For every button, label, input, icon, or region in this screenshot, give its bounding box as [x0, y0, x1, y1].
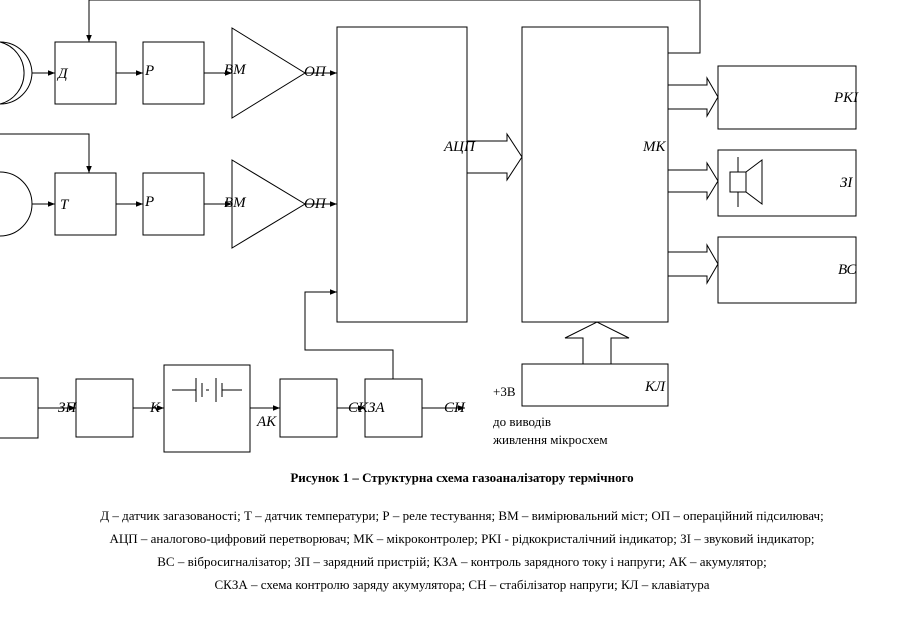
label-zi: ЗІ	[840, 175, 853, 191]
legend-line: АЦП – аналогово-цифровий перетворювач; М…	[109, 531, 815, 546]
block-acp	[336, 26, 468, 323]
label-zp: ЗП	[58, 400, 77, 416]
bus-kl-mk	[564, 321, 630, 364]
block-zp	[75, 378, 134, 438]
bus-mk-zi	[668, 161, 719, 201]
block-kl	[521, 363, 669, 407]
label-skza: СКЗА	[348, 400, 385, 416]
amp-top	[231, 27, 306, 119]
sensor-gas-arc	[0, 41, 33, 105]
wire-mk-top-feedback	[668, 0, 701, 54]
label-to-outputs-1: до виводів	[493, 414, 551, 429]
wire-skza-acp	[304, 289, 394, 379]
label-vm-top: ВМ	[224, 62, 247, 78]
label-plus3v: +3В	[493, 384, 516, 399]
block-k	[163, 364, 251, 453]
block-mains	[0, 377, 39, 439]
label-acp: АЦП	[443, 139, 476, 155]
sensor-temp-arc	[0, 171, 33, 237]
label-sn: СН	[444, 400, 466, 416]
figure-caption: Рисунок 1 – Структурна схема газоаналіза…	[290, 470, 634, 485]
legend-line: ВС – вібросигналізатор; ЗП – зарядний пр…	[157, 554, 767, 569]
block-diagram: Д Р ВМ ОП Т Р ВМ ОП АЦП МК РКІ ЗІ ВС КЛ …	[0, 0, 859, 453]
bus-mk-rki	[668, 76, 719, 118]
label-to-outputs-2: живлення мікросхем	[492, 432, 608, 447]
amp-bottom	[231, 159, 306, 249]
battery-icon	[172, 378, 242, 402]
block-vs	[717, 236, 857, 304]
legend-line: Д – датчик загазованості; Т – датчик тем…	[100, 508, 824, 523]
label-rki: РКІ	[833, 90, 859, 106]
legend-line: СКЗА – схема контролю заряду акумулятора…	[214, 577, 710, 592]
block-mk	[521, 26, 669, 323]
block-ak	[279, 378, 338, 438]
label-op-bottom: ОП	[304, 196, 327, 212]
label-t: Т	[60, 197, 70, 213]
wire-t-feed	[0, 133, 92, 173]
bus-mk-vs	[668, 243, 719, 285]
bus-acp-mk	[467, 132, 523, 182]
block-rki	[717, 65, 857, 130]
label-mk: МК	[642, 139, 666, 155]
block-zi	[717, 149, 857, 217]
label-vm-bottom: ВМ	[224, 195, 247, 211]
label-kl: КЛ	[644, 379, 666, 395]
speaker-icon	[729, 157, 763, 207]
label-ak: АК	[256, 414, 277, 430]
label-vs: ВС	[838, 262, 857, 278]
label-op-top: ОП	[304, 64, 327, 80]
legend: Д – датчик загазованості; Т – датчик тем…	[0, 504, 924, 596]
label-r-top: Р	[144, 63, 154, 79]
label-d: Д	[56, 66, 69, 82]
label-k: К	[149, 400, 161, 416]
label-r-bottom: Р	[144, 194, 154, 210]
